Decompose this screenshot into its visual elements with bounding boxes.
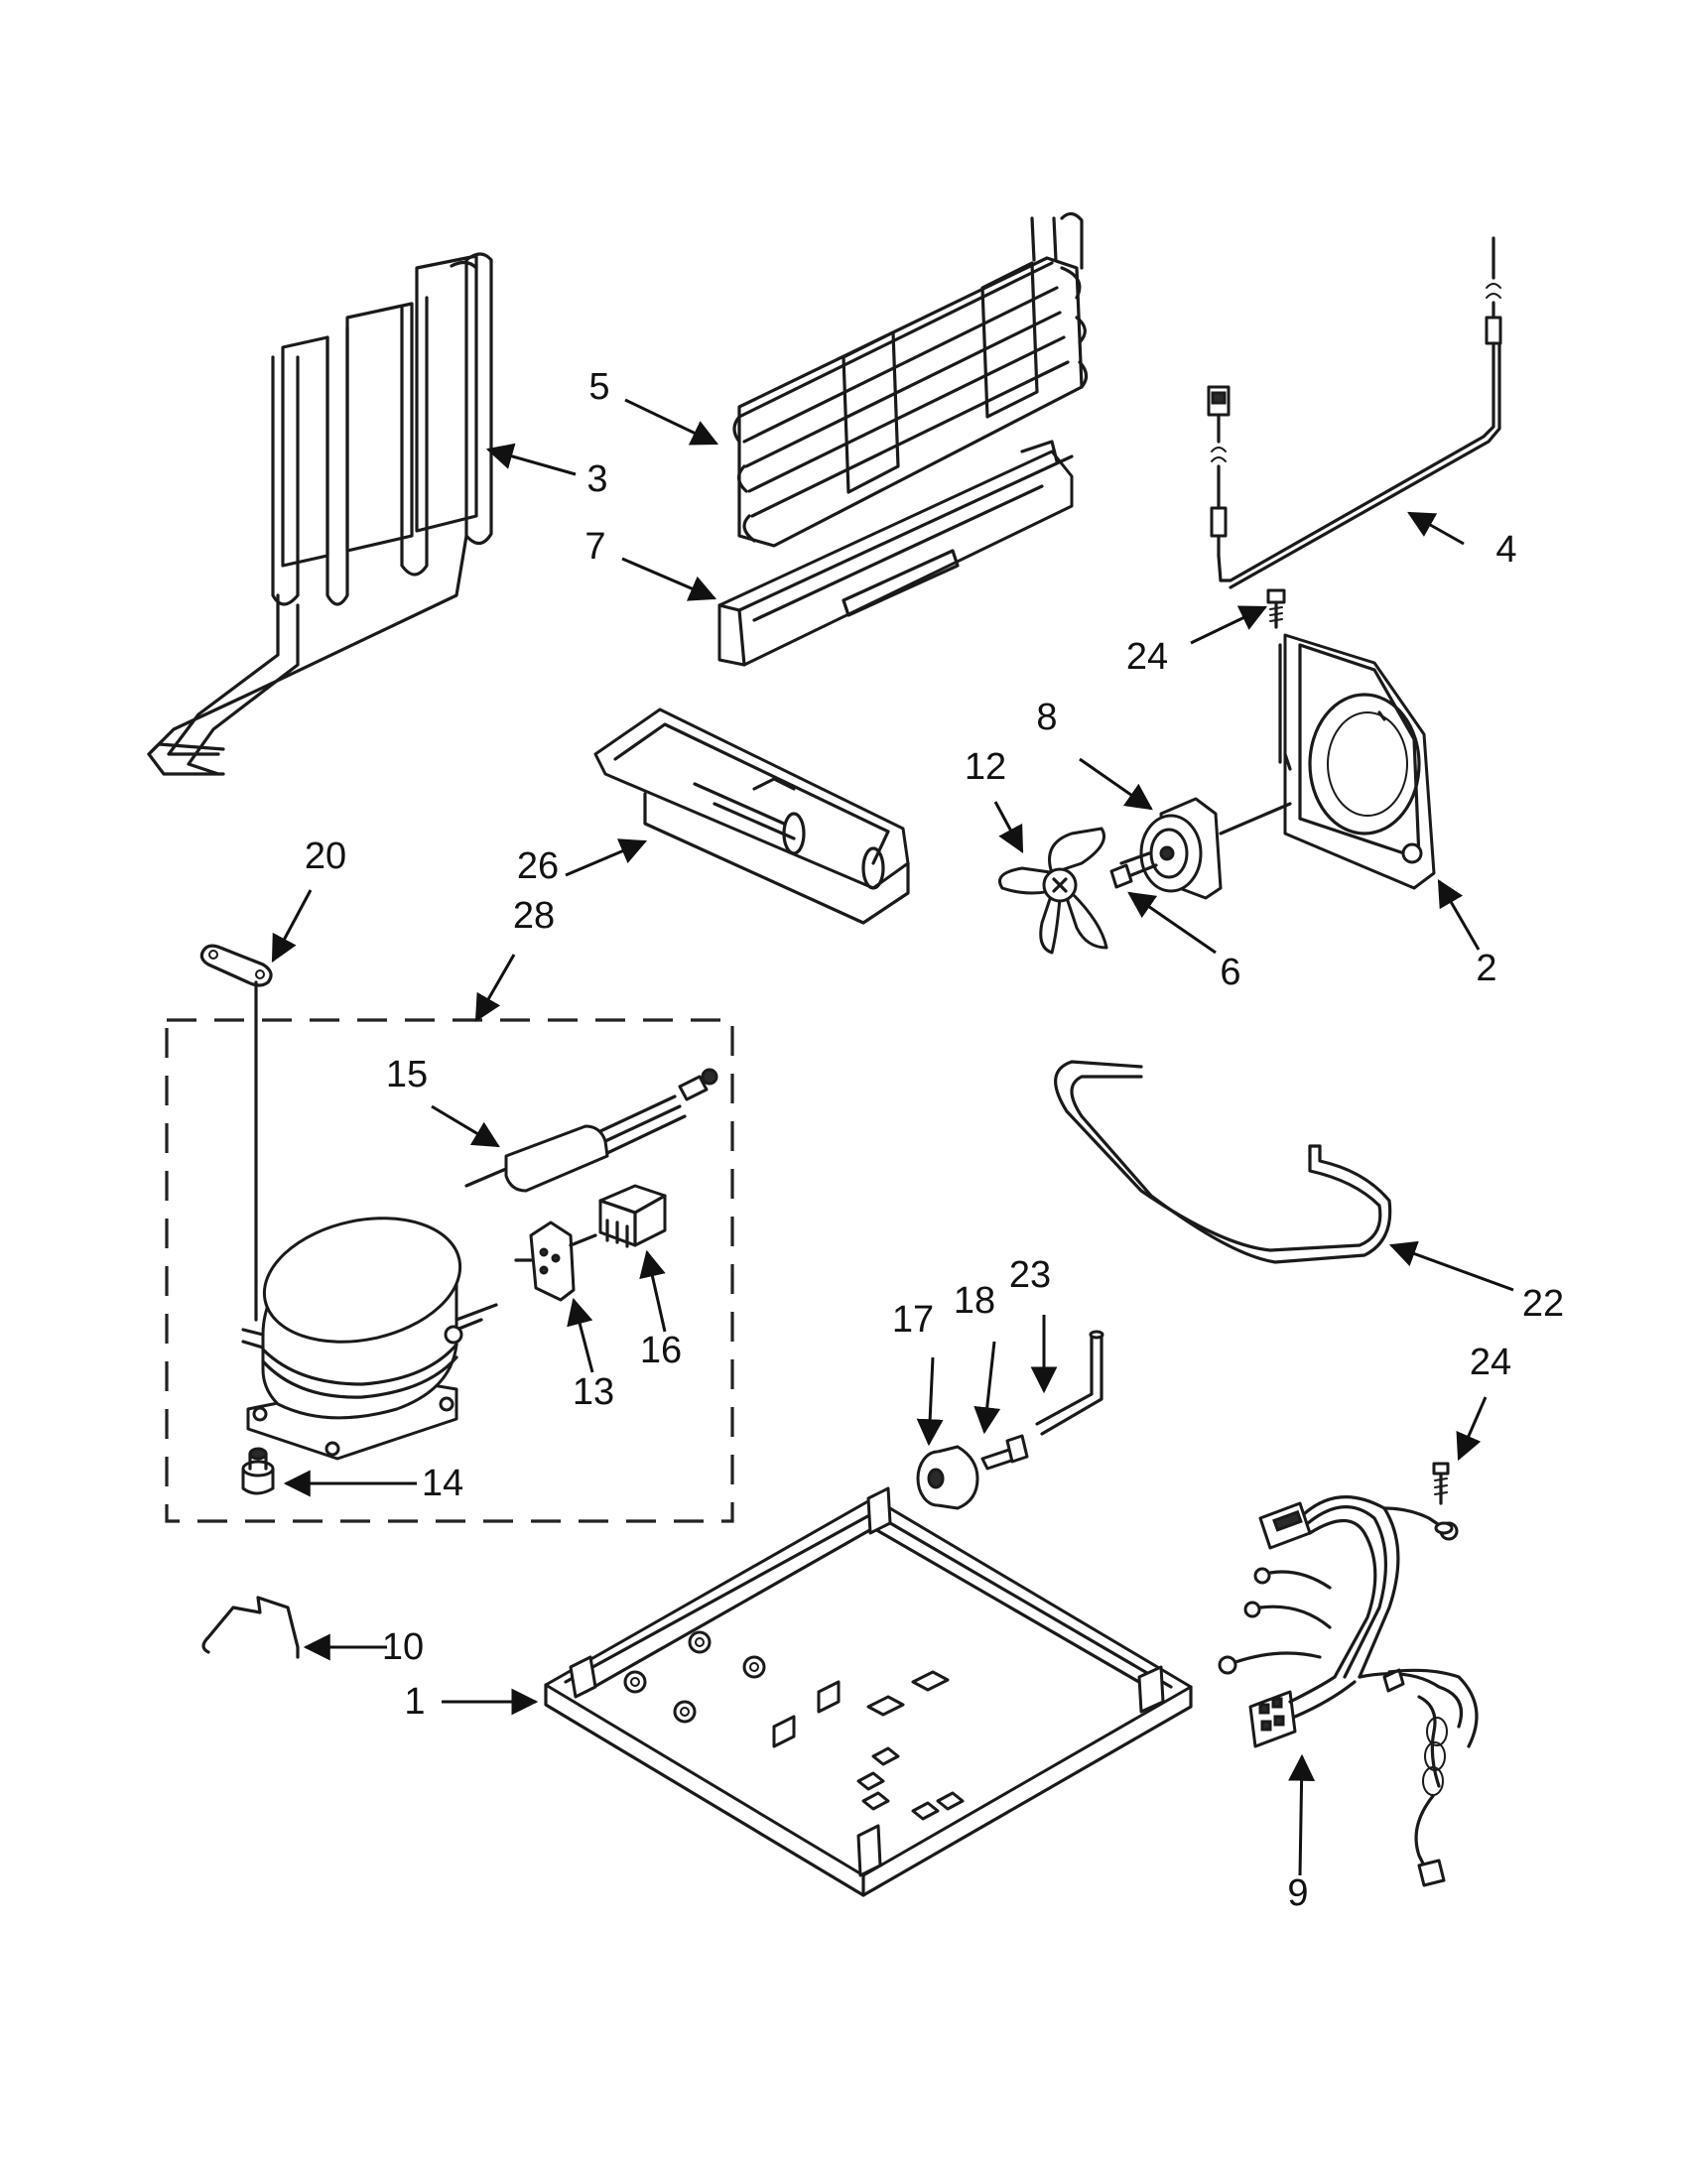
run-capacitor	[598, 1184, 667, 1248]
tube-connector	[1035, 1330, 1104, 1436]
label-part-4: 4	[1495, 529, 1516, 571]
motor-screw	[1109, 863, 1158, 889]
fan-shroud	[1278, 633, 1436, 890]
compressor	[241, 1217, 498, 1461]
label-part-3: 3	[586, 458, 607, 500]
label-part-24-lower: 24	[1470, 1342, 1511, 1383]
leader-lines	[271, 398, 1514, 1876]
screw-upper	[1266, 588, 1286, 629]
label-part-17: 17	[892, 1299, 934, 1341]
compressor-grommet	[241, 1447, 275, 1495]
label-part-2: 2	[1476, 948, 1496, 989]
label-part-24-upper: 24	[1126, 636, 1168, 678]
label-part-13: 13	[573, 1371, 614, 1413]
label-part-7: 7	[584, 526, 605, 568]
overload-clip	[199, 944, 273, 1322]
label-part-8: 8	[1036, 697, 1057, 738]
filter-drier	[464, 1068, 718, 1193]
label-part-23: 23	[1009, 1254, 1051, 1296]
label-part-9: 9	[1287, 1872, 1308, 1914]
label-part-14: 14	[422, 1463, 463, 1504]
label-part-1: 1	[404, 1681, 425, 1723]
label-part-12: 12	[965, 746, 1006, 788]
label-part-18: 18	[954, 1280, 995, 1322]
compressor-kit-box	[165, 1018, 734, 1523]
label-part-10: 10	[382, 1626, 424, 1668]
label-part-15: 15	[386, 1054, 428, 1095]
part-labels: 5 3 4 7 24 8 12 26 20 28 2 6 15 22 23 18…	[305, 366, 1564, 1914]
wire-harness	[1218, 1495, 1479, 1887]
start-relay	[514, 1220, 597, 1302]
condenser-coil	[147, 252, 493, 776]
label-part-6: 6	[1220, 952, 1240, 993]
screw-lower	[1432, 1462, 1454, 1535]
wire-clip	[201, 1596, 300, 1659]
drain-trough	[717, 440, 1074, 667]
label-part-26: 26	[517, 845, 559, 887]
suction-tube	[1054, 1060, 1392, 1264]
fan-blade	[998, 827, 1108, 955]
fan-motor	[1119, 797, 1292, 900]
evaporator-coil	[732, 211, 1089, 548]
roller-wheel	[916, 1445, 979, 1510]
defrost-heater-wire	[1207, 236, 1502, 589]
drain-pan	[593, 707, 910, 925]
roller-axle	[980, 1434, 1029, 1471]
label-part-5: 5	[588, 366, 609, 408]
label-part-22: 22	[1522, 1283, 1564, 1325]
base-pan	[544, 1486, 1193, 1897]
label-part-16: 16	[640, 1330, 682, 1371]
label-part-20: 20	[305, 835, 346, 877]
label-part-28: 28	[513, 895, 555, 937]
